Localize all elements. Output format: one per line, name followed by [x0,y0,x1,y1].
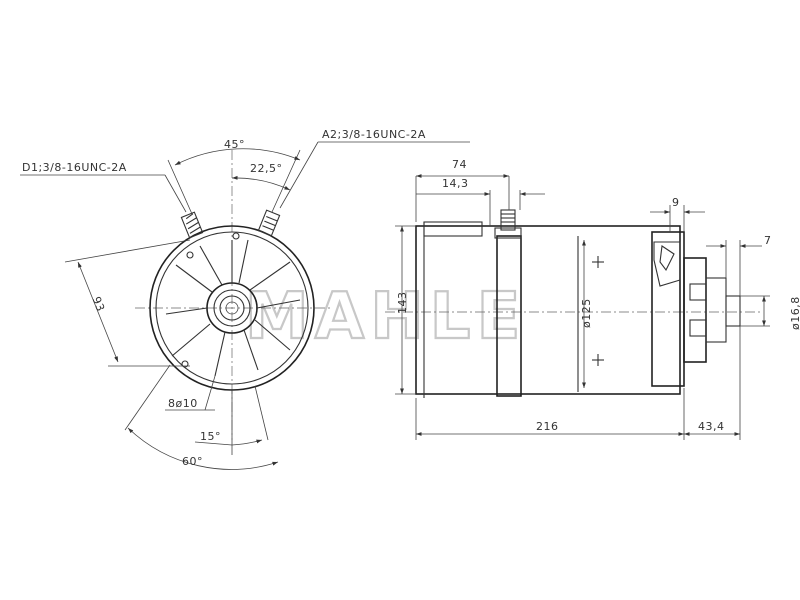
label-dim-74: 74 [452,158,467,171]
label-dim-93: 93 [90,295,108,314]
label-angle-15: 15° [200,430,221,443]
label-dim-7: 7 [764,234,772,247]
end-cap [651,231,741,387]
end-view: 45° 22,5° A2;3/8-16UNC-2A D1;3/8-16UNC-2… [20,128,470,470]
label-dim-125: ø125 [580,298,593,328]
terminal-d1 [180,211,204,239]
top-terminal [494,209,522,239]
mounting-strap [496,235,522,397]
vent-slots [165,239,301,377]
label-dim-143: 143 [396,292,409,315]
label-dim-9: 9 [672,196,680,209]
label-dim-43-4: 43,4 [698,420,725,433]
motor-body [415,225,681,395]
label-thread-a2: A2;3/8-16UNC-2A [322,128,426,141]
mahle-watermark: MAHLE [245,280,526,354]
label-dim-14-3: 14,3 [442,177,469,190]
label-angle-45: 45° [224,138,245,151]
label-dim-16-8: ø16,8 [789,296,800,330]
label-angle-60: 60° [182,455,203,468]
label-angle-22-5: 22,5° [250,162,283,175]
terminal-a2 [257,209,281,237]
label-thread-d1: D1;3/8-16UNC-2A [22,161,127,174]
label-dim-216: 216 [536,420,559,433]
label-holes-8x10: 8ø10 [168,397,198,410]
side-view: 74 14,3 9 7 143 ø125 ø16,8 [385,158,800,440]
